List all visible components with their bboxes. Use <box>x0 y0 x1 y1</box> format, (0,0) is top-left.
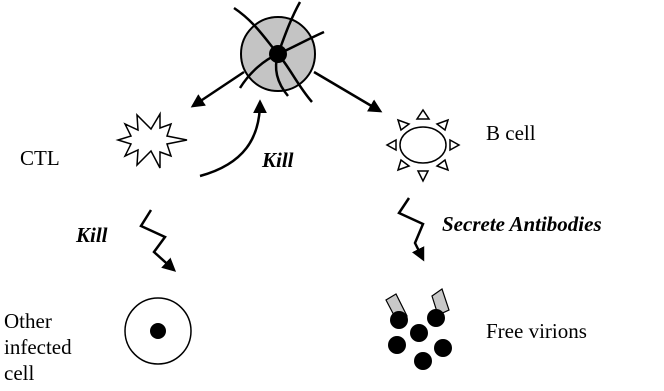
arrow-bcell-secretes <box>397 197 425 262</box>
b-cell-ray <box>416 170 430 183</box>
virion <box>427 309 445 327</box>
b-cell-body <box>399 126 447 164</box>
arrow-ctl-kills-other <box>139 209 177 272</box>
virion <box>434 339 452 357</box>
other-infected-cell-label-line3: cell <box>4 361 35 385</box>
ctl-cell <box>115 111 188 169</box>
b-cell-ray <box>396 118 411 132</box>
other-infected-cell-label-line2: infected <box>4 335 72 359</box>
other-infected-cell-label-line1: Other <box>4 309 52 333</box>
b-cell-label: B cell <box>486 121 536 145</box>
b-cell-ray <box>396 158 411 172</box>
virion <box>410 324 428 342</box>
other-cell-nucleus <box>150 323 166 339</box>
kill-label-upper: Kill <box>262 148 294 172</box>
infected-cell <box>233 1 325 103</box>
virion <box>388 336 406 354</box>
b-cell-ray <box>435 118 450 132</box>
arrow-infected-to-ctl <box>190 70 245 108</box>
virion <box>414 352 432 370</box>
b-cell-ray <box>385 138 397 152</box>
virion <box>390 311 408 329</box>
infected-cell-nucleus <box>269 45 287 63</box>
other-infected-cell <box>124 297 192 365</box>
secrete-antibodies-label: Secrete Antibodies <box>442 212 602 236</box>
arrow-ctl-kills-infected <box>199 99 267 178</box>
kill-label-lower: Kill <box>76 223 108 247</box>
other-infected-cell-label: Other infected cell <box>4 308 72 386</box>
arrow-infected-to-bcell <box>313 70 383 113</box>
b-cell <box>385 108 461 183</box>
b-cell-ray <box>435 158 450 172</box>
b-cell-ray <box>449 138 461 152</box>
b-cell-ray <box>415 108 431 120</box>
ctl-label: CTL <box>20 146 60 170</box>
free-virions <box>388 309 452 370</box>
free-virions-label: Free virions <box>486 319 587 343</box>
